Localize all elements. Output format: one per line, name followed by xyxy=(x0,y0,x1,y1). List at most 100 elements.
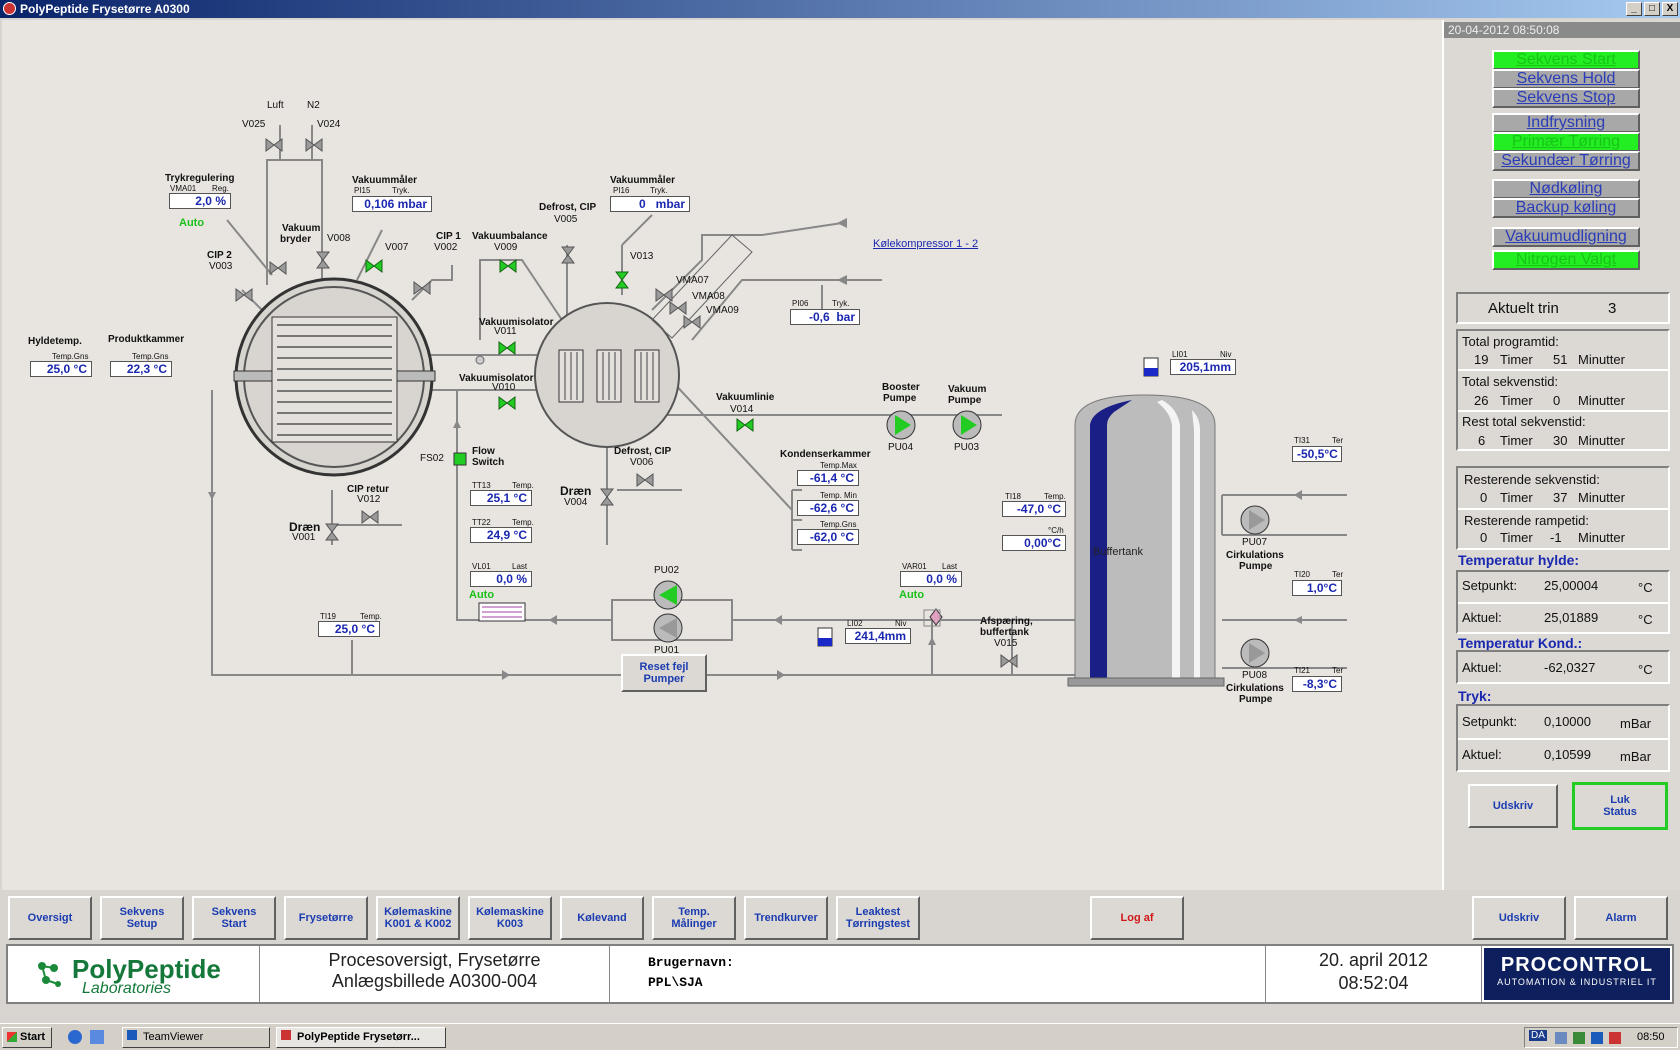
ti20-value[interactable]: 1,0°C xyxy=(1292,580,1342,596)
start-button[interactable]: Start xyxy=(2,1027,52,1048)
sekvens-hold-button[interactable]: Sekvens Hold xyxy=(1492,69,1640,89)
windows-icon xyxy=(7,1032,17,1043)
tt13-value[interactable]: 25,1 °C xyxy=(470,490,532,506)
vma09-label: VMA09 xyxy=(706,305,739,316)
hyldetemp-value[interactable]: 25,0 °C xyxy=(30,361,92,377)
programtid-minutter: 51 xyxy=(1553,352,1568,367)
vakuumudligning-button[interactable]: Vakuumudligning xyxy=(1492,227,1640,247)
nav-koelevand[interactable]: Kølevand xyxy=(560,896,644,940)
degc-label: °C xyxy=(1638,662,1653,677)
ie-icon[interactable] xyxy=(68,1030,82,1044)
primaer-toerring-button[interactable]: Primær Tørring xyxy=(1492,132,1640,152)
sekvens-start-button[interactable]: Sekvens Start xyxy=(1492,50,1640,70)
var01-auto: Auto xyxy=(899,589,925,601)
nav-temp-maalinger[interactable]: Temp. Målinger xyxy=(652,896,736,940)
pump-pu04[interactable] xyxy=(886,410,916,440)
tray-alert-icon[interactable] xyxy=(1609,1032,1621,1044)
nav-trendkurver[interactable]: Trendkurver xyxy=(744,896,828,940)
nav-sekvens-start[interactable]: Sekvens Start xyxy=(192,896,276,940)
luk-status-button[interactable]: Luk Status xyxy=(1572,782,1668,830)
pump-pu03[interactable] xyxy=(952,410,982,440)
produktkammer-value[interactable]: 22,3 °C xyxy=(110,361,172,377)
indfrysning-button[interactable]: Indfrysning xyxy=(1492,113,1640,133)
ti19-value[interactable]: 25,0 °C xyxy=(318,621,380,637)
mbar-label: mBar xyxy=(1620,716,1652,731)
v002-label: V002 xyxy=(434,242,458,253)
polypeptide-icon xyxy=(281,1030,291,1040)
network-icon[interactable] xyxy=(1555,1032,1567,1044)
hyldetemp-label: Hyldetemp. xyxy=(28,336,82,347)
sekundaer-toerring-button[interactable]: Sekundær Tørring xyxy=(1492,151,1640,171)
udskriv-status-button[interactable]: Udskriv xyxy=(1468,784,1558,828)
nav-koelemaskine-k003[interactable]: Kølemaskine K003 xyxy=(468,896,552,940)
udskriv-button[interactable]: Udskriv xyxy=(1472,896,1566,940)
vakpumpe-label2: Pumpe xyxy=(948,395,982,406)
log-af-button[interactable]: Log af xyxy=(1090,896,1184,940)
pi16-value[interactable]: 0 mbar xyxy=(610,196,690,212)
procontrol-text: PROCONTROL xyxy=(1500,954,1654,976)
pu04-label: PU04 xyxy=(888,442,914,453)
taskbar-polypeptide[interactable]: PolyPeptide Frysetørr... xyxy=(276,1027,446,1048)
nitrogen-valgt-button[interactable]: Nitrogen Valgt xyxy=(1492,250,1640,270)
degc-label: °C xyxy=(1638,580,1653,595)
procontrol-logo: PROCONTROL AUTOMATION & INDUSTRIEL IT xyxy=(1484,948,1670,1000)
alarm-button[interactable]: Alarm xyxy=(1574,896,1668,940)
rate-unit-label: °C/h xyxy=(1048,526,1064,535)
pi15-value[interactable]: 0,106 mbar xyxy=(352,196,432,212)
close-button[interactable]: X xyxy=(1662,2,1678,16)
maximize-button[interactable]: □ xyxy=(1644,2,1660,16)
kond-max-value[interactable]: -61,4 °C xyxy=(797,470,859,486)
noedkoeling-button[interactable]: Nødkøling xyxy=(1492,179,1640,199)
rate-value[interactable]: 0,00°C xyxy=(1002,535,1066,551)
desktop-icon[interactable] xyxy=(90,1030,104,1044)
nav-leaktest[interactable]: Leaktest Tørringstest xyxy=(836,896,920,940)
ti31-value[interactable]: -50,5°C xyxy=(1292,446,1342,462)
ti21-value[interactable]: -8,3°C xyxy=(1292,676,1342,692)
booster-label2: Pumpe xyxy=(883,393,917,404)
kond-aktuel-label: Aktuel: xyxy=(1462,660,1502,675)
language-indicator[interactable]: DA xyxy=(1529,1030,1547,1041)
pump-pu08[interactable] xyxy=(1240,638,1270,668)
nav-oversigt[interactable]: Oversigt xyxy=(8,896,92,940)
ti21-ter-label: Ter xyxy=(1332,666,1344,675)
tt22-value[interactable]: 24,9 °C xyxy=(470,527,532,543)
pump-pu02[interactable] xyxy=(653,580,683,610)
vl01-value[interactable]: 0,0 % xyxy=(470,571,532,587)
pi15-tryk-label: Tryk. xyxy=(392,186,410,195)
pump-pu07[interactable] xyxy=(1240,505,1270,535)
pump-pu01[interactable] xyxy=(653,613,683,643)
ti18-value[interactable]: -47,0 °C xyxy=(1002,501,1066,517)
var01-value[interactable]: 0,0 % xyxy=(900,571,962,587)
li02-value[interactable]: 241,4mm xyxy=(845,628,911,644)
v024-label: V024 xyxy=(317,119,341,130)
pu08-cirk-label: Cirkulations xyxy=(1226,683,1284,694)
vakpumpe-label: Vakuum xyxy=(948,384,987,395)
kond-gns-value[interactable]: -62,0 °C xyxy=(797,529,859,545)
pi06-value[interactable]: -0,6 bar xyxy=(790,309,860,325)
security-icon[interactable] xyxy=(1573,1032,1585,1044)
v010-label: V010 xyxy=(492,382,516,393)
pi16-label: PI16 xyxy=(613,186,630,195)
nav-sekvens-setup[interactable]: Sekvens Setup xyxy=(100,896,184,940)
kond-min-value[interactable]: -62,6 °C xyxy=(797,500,859,516)
li01-value[interactable]: 205,1mm xyxy=(1170,359,1236,375)
nav-koelemaskine-k001[interactable]: Kølemaskine K001 & K002 xyxy=(376,896,460,940)
vakmaaler2-label: Vakuummåler xyxy=(610,175,676,186)
v006-label: V006 xyxy=(630,457,654,468)
tray-app-icon[interactable] xyxy=(1591,1032,1603,1044)
pu08-label: PU08 xyxy=(1242,670,1268,681)
tryk-setpunkt-value: 0,10000 xyxy=(1544,714,1591,729)
minimize-button[interactable]: _ xyxy=(1626,2,1642,16)
nav-frysetoerre[interactable]: Frysetørre xyxy=(284,896,368,940)
temp-hylde-heading: Temperatur hylde: xyxy=(1458,552,1580,568)
sidebar-datetime: 20-04-2012 08:50:08 xyxy=(1444,22,1680,38)
trykreg-label: Trykregulering xyxy=(165,173,235,184)
sekvens-stop-button[interactable]: Sekvens Stop xyxy=(1492,88,1640,108)
taskbar-teamviewer[interactable]: TeamViewer xyxy=(122,1027,270,1048)
navigation-bar: Oversigt Sekvens Setup Sekvens Start Fry… xyxy=(0,890,1680,940)
logo-subtext: Laboratories xyxy=(82,980,171,997)
kolekompressor-link[interactable]: Kølekompressor 1 - 2 xyxy=(873,238,979,250)
backup-koeling-button[interactable]: Backup køling xyxy=(1492,198,1640,218)
trykreg-value[interactable]: 2,0 % xyxy=(169,193,231,209)
